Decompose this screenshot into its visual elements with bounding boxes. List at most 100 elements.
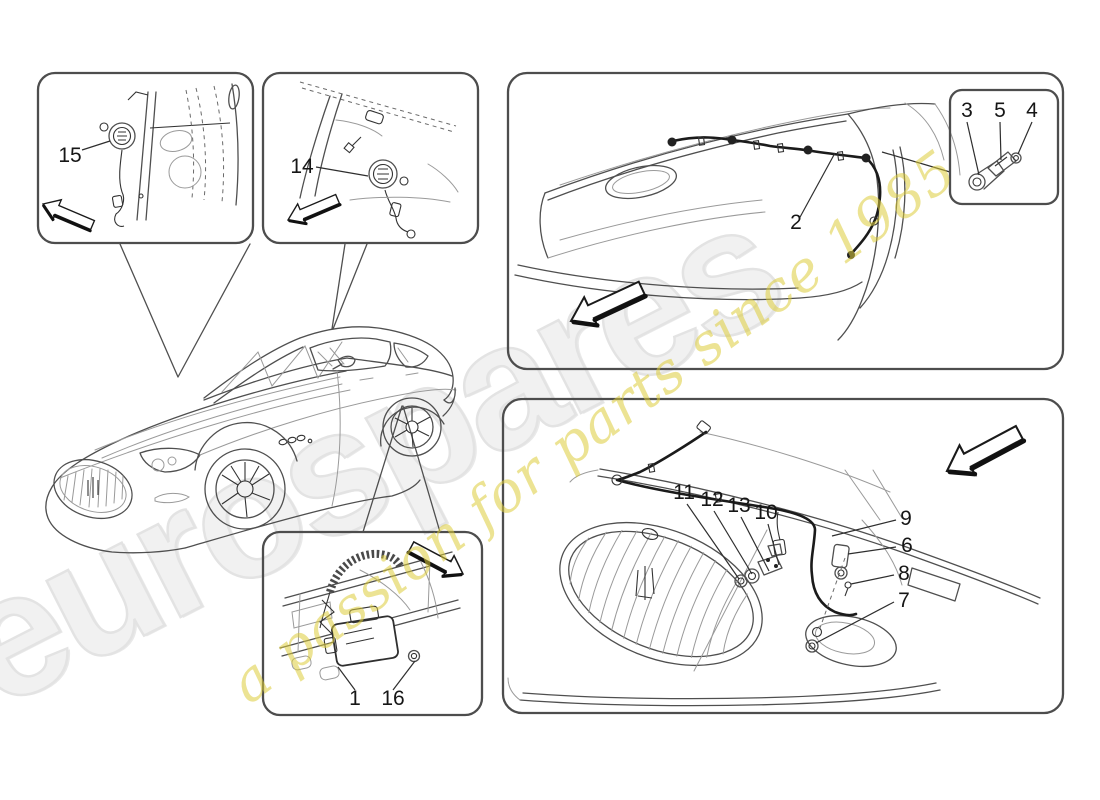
- detail-box-pointer: [881, 151, 951, 173]
- harness-clip-4: [836, 151, 845, 161]
- front-harness-loop: [611, 474, 623, 486]
- grab-handle: [365, 110, 384, 125]
- callout-7[interactable]: 7: [898, 589, 910, 612]
- speaker-opening: [168, 155, 202, 189]
- leader-10: [767, 523, 780, 566]
- callout-11[interactable]: 11: [673, 481, 695, 504]
- car-beltline: [346, 357, 453, 377]
- corrugated-hose: [326, 549, 404, 594]
- screw-head-14: [343, 141, 355, 154]
- car-rocker: [184, 479, 421, 549]
- car-door-seam: [331, 370, 341, 507]
- hose-tail: [319, 591, 335, 635]
- car-lower-intake: [154, 492, 190, 504]
- nut-16: [407, 649, 421, 663]
- control-unit-plug: [323, 636, 338, 654]
- leader-1: [337, 666, 356, 691]
- callout-6[interactable]: 6: [901, 534, 913, 557]
- buzzer-14-connector: [389, 202, 402, 218]
- cu-slot-plate-1: [291, 655, 312, 671]
- small-fastener: [138, 193, 144, 199]
- buzzer-15-cable: [114, 149, 125, 227]
- sensor-12-face: [744, 568, 760, 584]
- direction-arrow-dashboard: [286, 193, 342, 226]
- rb-left-cap: [539, 192, 549, 259]
- callout-12[interactable]: 12: [700, 488, 723, 511]
- car-headlight-lens-2: [167, 456, 177, 466]
- buzzer-15-face: [112, 126, 132, 146]
- front-harness-connector: [696, 420, 711, 435]
- leader-8: [850, 574, 895, 585]
- car-overview: [45, 326, 457, 554]
- buzzer-14-face: [372, 163, 394, 185]
- callout-10[interactable]: 10: [754, 501, 777, 524]
- rb-wheel-arch: [859, 146, 906, 309]
- callout-5[interactable]: 5: [994, 99, 1006, 122]
- inset-dashboard-panel: [261, 71, 480, 245]
- fb-upper-lines: [569, 431, 891, 493]
- callout-15[interactable]: 15: [58, 144, 81, 167]
- harness-clip-3: [776, 143, 785, 153]
- leader-11: [686, 503, 740, 580]
- visor-edge: [335, 119, 383, 137]
- callout-16[interactable]: 16: [381, 687, 404, 710]
- bracket-screw-2: [774, 564, 778, 568]
- grommet-11-hole: [737, 577, 745, 585]
- panel-frames: [36, 71, 1065, 717]
- car-front-tire: [204, 448, 286, 530]
- holder-6: [831, 543, 850, 569]
- connector-10: [772, 538, 787, 556]
- leader-6: [847, 546, 897, 555]
- car-front-rim: [215, 459, 275, 519]
- holder-6-sensor-eye: [837, 569, 845, 577]
- callout-8[interactable]: 8: [898, 562, 910, 585]
- header-rail-dashes: [299, 81, 457, 133]
- callout-14[interactable]: 14: [290, 155, 314, 178]
- wedge-to-dashboard: [331, 243, 368, 330]
- sensor-12-eye: [747, 571, 757, 581]
- leader-7: [815, 601, 895, 644]
- bracket-13-upper: [767, 543, 783, 557]
- screw-8: [844, 581, 852, 589]
- dashboard-inset-art: [299, 81, 459, 239]
- callout-3[interactable]: 3: [961, 99, 973, 122]
- rb-top-edge: [544, 113, 849, 194]
- pillar-strut: [149, 122, 231, 129]
- leader-2: [798, 152, 836, 220]
- cu-frame-lines: [297, 559, 439, 653]
- nut-4: [1010, 152, 1022, 164]
- car-rear-rim: [390, 405, 434, 449]
- direction-arrow-front-bumper: [945, 424, 1027, 477]
- callout-13[interactable]: 13: [727, 494, 750, 517]
- callout-1[interactable]: 1: [349, 687, 361, 710]
- car-front-hub: [236, 480, 254, 498]
- callout-9[interactable]: 9: [900, 507, 912, 530]
- cu-cross-plate: [291, 601, 333, 629]
- front-parking-harness: [615, 430, 858, 617]
- fb-badge: [641, 528, 659, 540]
- inset-door-pillar-panel: [36, 71, 255, 245]
- leader-13: [740, 516, 770, 572]
- car-door-glass: [309, 337, 392, 372]
- cable-ring-14: [406, 229, 416, 239]
- buzzer-14-body: [368, 159, 398, 189]
- car-roofline: [299, 326, 454, 401]
- fb-fog-recess: [805, 615, 897, 667]
- callout-4[interactable]: 4: [1026, 99, 1038, 122]
- dash-lower-lines: [349, 163, 459, 203]
- rear-bumper-art: [514, 88, 1060, 341]
- grommet-7: [805, 639, 819, 653]
- direction-arrow-rear-bumper: [569, 280, 648, 328]
- car-windshield-reflections: [221, 341, 343, 393]
- screw-8-shaft: [844, 587, 849, 597]
- car-hood-nose: [45, 370, 347, 554]
- screw-15: [99, 122, 109, 132]
- rear-parking-harness: [671, 136, 882, 255]
- control-unit-inset-art: [279, 549, 461, 681]
- leader-9: [831, 519, 897, 537]
- leader-lines: [81, 121, 1033, 691]
- callout-2[interactable]: 2: [790, 211, 802, 234]
- car-rear-spokes: [394, 408, 431, 448]
- car-headlight: [139, 447, 201, 473]
